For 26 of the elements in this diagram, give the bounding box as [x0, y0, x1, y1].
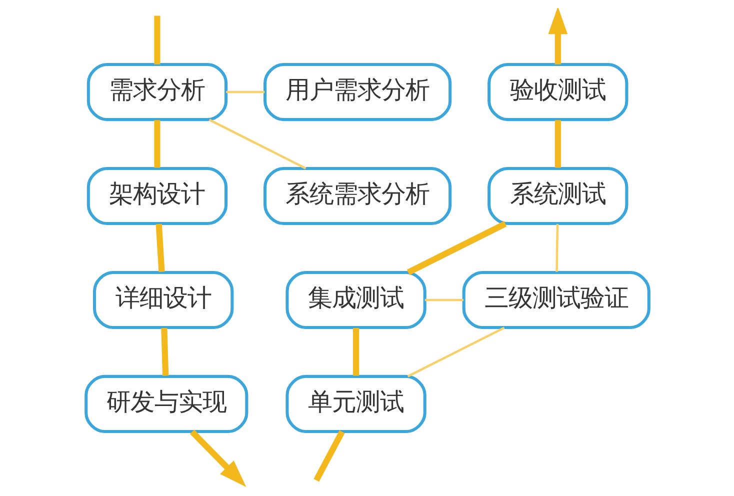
connector: [208, 118, 306, 170]
node-box: 用户需求分析: [263, 62, 452, 122]
connector: [160, 328, 168, 376]
node-box: 详细设计: [92, 270, 234, 330]
arrow: [189, 430, 246, 487]
node-box: 系统需求分析: [263, 166, 452, 226]
node-box: 三级测试验证: [462, 270, 650, 330]
node-box: 单元测试: [285, 374, 426, 434]
connector: [155, 224, 164, 272]
connector: [352, 328, 359, 376]
node-box: 架构设计: [86, 166, 228, 226]
connector: [226, 90, 264, 94]
connector: [406, 326, 504, 378]
connector: [424, 298, 463, 302]
connector: [313, 430, 344, 482]
node-box: 需求分析: [86, 62, 228, 122]
connector: [555, 224, 558, 272]
node-box: 集成测试: [285, 270, 426, 330]
connector: [154, 16, 160, 64]
node-box: 研发与实现: [84, 374, 248, 434]
connector: [154, 120, 160, 168]
node-box: 系统测试: [487, 166, 628, 226]
node-box: 验收测试: [487, 62, 628, 122]
arrow: [548, 8, 568, 64]
connector: [554, 120, 560, 168]
connector: [406, 221, 506, 276]
